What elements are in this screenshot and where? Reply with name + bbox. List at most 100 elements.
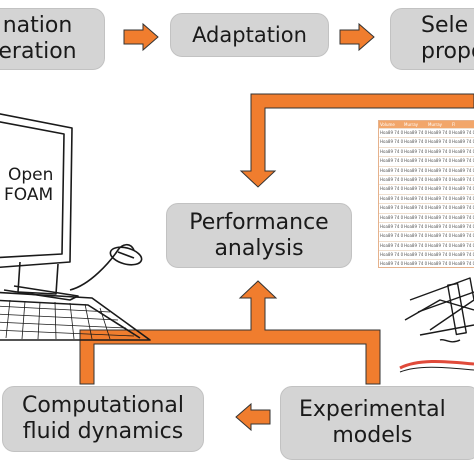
table-cell: Hoa89 74 0 bbox=[452, 195, 474, 201]
screen-text-line2: FOAM bbox=[4, 185, 53, 205]
table-cell: Hoa89 74 0 bbox=[404, 176, 427, 182]
node-generation-label: nation eration bbox=[0, 13, 77, 64]
arrow-generation-to-adaptation bbox=[123, 22, 159, 52]
table-cell: Hoa89 74 0 bbox=[428, 252, 451, 258]
table-cell: Hoa89 74 0 bbox=[452, 242, 474, 248]
table-cell: Hoa89 74 0 bbox=[404, 205, 427, 211]
table-cell: Hoa89 74 0 bbox=[380, 195, 403, 201]
table-cell: Hoa89 74 0 bbox=[404, 167, 427, 173]
node-adaptation-label: Adaptation bbox=[192, 22, 307, 47]
table-cell: Hoa89 74 0 bbox=[380, 205, 403, 211]
table-header-cell: Fl bbox=[452, 122, 456, 127]
table-cell: Hoa89 74 0 bbox=[428, 158, 451, 164]
table-cell: Hoa89 74 0 bbox=[380, 130, 403, 135]
table-cell: Hoa89 74 0 bbox=[452, 214, 474, 220]
table-cell: Hoa89 74 0 bbox=[404, 130, 427, 135]
table-cell: Hoa89 74 0 bbox=[428, 176, 451, 182]
table-cell: Hoa89 74 0 bbox=[380, 139, 403, 145]
table-cell: Hoa89 74 0 bbox=[452, 148, 474, 154]
keyboard bbox=[0, 291, 151, 341]
table-cell: Hoa89 74 0 bbox=[452, 223, 474, 229]
table-cell: Hoa89 74 0 bbox=[380, 186, 403, 192]
table-header-cell: Volume bbox=[380, 122, 395, 127]
table-header-cell: Murray bbox=[428, 122, 443, 127]
table-cell: Hoa89 74 0 bbox=[428, 233, 451, 239]
table-cell: Hoa89 74 0 bbox=[380, 233, 403, 239]
table-cell: Hoa89 74 0 bbox=[452, 233, 474, 239]
table-cell: Hoa89 74 0 bbox=[380, 148, 403, 154]
node-experimental-label: Experimental models bbox=[299, 397, 446, 448]
table-cell: Hoa89 74 0 bbox=[380, 167, 403, 173]
table-cell: Hoa89 74 0 bbox=[380, 214, 403, 220]
table-cell: Hoa89 74 0 bbox=[452, 252, 474, 258]
table-header-row: Volume Murray Murray Fl bbox=[379, 121, 474, 128]
table-cell: Hoa89 74 0 bbox=[404, 252, 427, 258]
arrow-adaptation-to-selection bbox=[339, 22, 375, 52]
table-cell: Hoa89 74 0 bbox=[428, 261, 451, 267]
table-cell: Hoa89 74 0 bbox=[428, 223, 451, 229]
table-header-cell: Murray bbox=[404, 122, 419, 127]
table-cell: Hoa89 74 0 bbox=[428, 242, 451, 248]
arrow-selection-to-performance bbox=[239, 93, 474, 188]
table-cell: Hoa89 74 0 bbox=[404, 158, 427, 164]
table-cell: Hoa89 74 0 bbox=[404, 139, 427, 145]
table-cell: Hoa89 74 0 bbox=[452, 261, 474, 267]
node-cfd: Computational fluid dynamics bbox=[2, 386, 204, 452]
table-cell: Hoa89 74 0 bbox=[452, 130, 474, 135]
table-cell: Hoa89 74 0 bbox=[452, 205, 474, 211]
table-cell: Hoa89 74 0 bbox=[428, 205, 451, 211]
table-cell: Hoa89 74 0 bbox=[380, 223, 403, 229]
table-cell: Hoa89 74 0 bbox=[404, 186, 427, 192]
table-cell: Hoa89 74 0 bbox=[404, 214, 427, 220]
table-cell: Hoa89 74 0 bbox=[380, 176, 403, 182]
table-cell: Hoa89 74 0 bbox=[380, 158, 403, 164]
table-cell: Hoa89 74 0 bbox=[452, 139, 474, 145]
table-cell: Hoa89 74 0 bbox=[428, 214, 451, 220]
table-cell: Hoa89 74 0 bbox=[404, 233, 427, 239]
table-cell: Hoa89 74 0 bbox=[380, 261, 403, 267]
table-cell: Hoa89 74 0 bbox=[428, 167, 451, 173]
table-cell: Hoa89 74 0 bbox=[404, 148, 427, 154]
table-cell: Hoa89 74 0 bbox=[404, 261, 427, 267]
node-performance-analysis: Performance analysis bbox=[166, 203, 352, 268]
screen-text-line1: Open bbox=[8, 165, 53, 185]
table-cell: Hoa89 74 0 bbox=[428, 195, 451, 201]
table-cell: Hoa89 74 0 bbox=[428, 139, 451, 145]
arrow-experimental-to-cfd bbox=[235, 402, 271, 432]
node-selection: Sele propo bbox=[390, 8, 474, 70]
table-cell: Hoa89 74 0 bbox=[404, 195, 427, 201]
node-selection-label: Sele propo bbox=[421, 13, 474, 64]
table-cell: Hoa89 74 0 bbox=[380, 242, 403, 248]
node-cfd-label: Computational fluid dynamics bbox=[21, 393, 184, 444]
table-cell: Hoa89 74 0 bbox=[404, 242, 427, 248]
monitor-outline bbox=[0, 113, 73, 269]
mouse bbox=[109, 246, 143, 266]
table-cell: Hoa89 74 0 bbox=[380, 252, 403, 258]
node-adaptation: Adaptation bbox=[170, 13, 329, 57]
table-cell: Hoa89 74 0 bbox=[452, 176, 474, 182]
table-cell: Hoa89 74 0 bbox=[452, 186, 474, 192]
node-performance-label: Performance analysis bbox=[189, 209, 329, 261]
node-experimental-models: Experimental models bbox=[280, 386, 474, 460]
